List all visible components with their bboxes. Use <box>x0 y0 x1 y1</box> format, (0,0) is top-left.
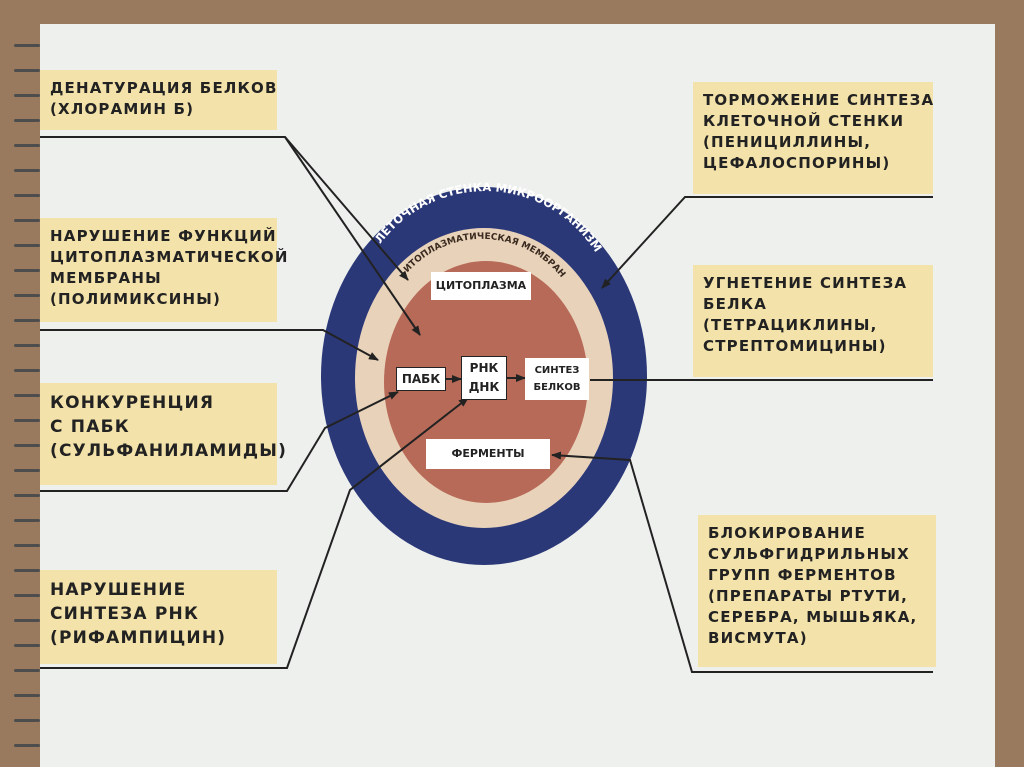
enzymes-box: ФЕРМЕНТЫ <box>426 439 550 469</box>
protein-synthesis-box: СИНТЕЗ БЕЛКОВ <box>525 358 589 400</box>
cytoplasm-label: ЦИТОПЛАЗМА <box>431 272 531 300</box>
connector-wall-synthesis <box>602 197 933 288</box>
membrane-label: ЦИТОПЛАЗМАТИЧЕСКАЯ МЕМБРАНА <box>0 0 567 280</box>
pabk-box: ПАБК <box>396 367 446 391</box>
connector-denaturation <box>40 137 408 280</box>
rnk-dnk-box: РНК ДНК <box>461 356 507 400</box>
